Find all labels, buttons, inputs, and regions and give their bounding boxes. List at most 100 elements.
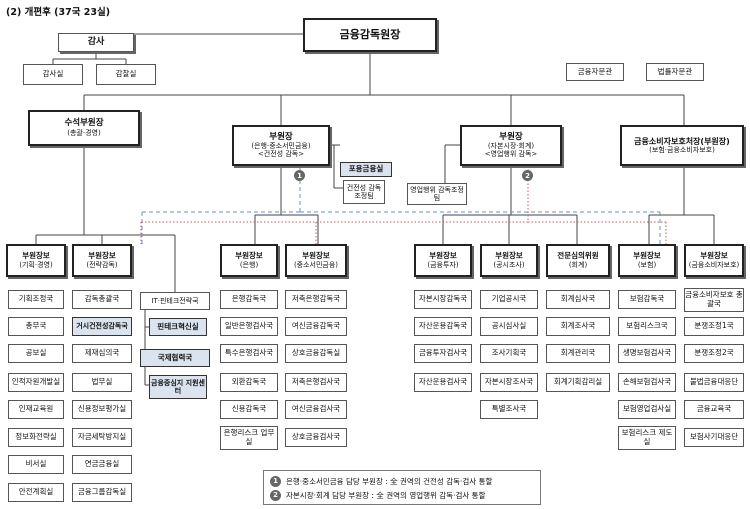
dept-box: 보험사기대응단 [684,428,744,447]
branch-header: 부원장보(중소서민금융) [285,244,347,277]
dept-box: 신용정보평가실 [72,400,132,419]
dept-box: 외환감독국 [220,373,278,392]
badge-1-icon: 1 [294,170,305,181]
dept-box: 금융소비자보호 총괄국 [684,288,744,312]
dept-box: 생명보험검사국 [618,344,676,363]
legend-badge-2-icon: 2 [270,489,281,501]
senior-vp-sub: (총괄·경영) [67,128,101,137]
dept-box: 회계조사국 [546,317,610,336]
consumer-vp-box: 금융소비자보호처장(부원장) (보험·금융소비자보호) [620,125,744,166]
legend-row-1: 1 은행·중소서민금융 담당 부원장 : 全 권역의 건전성 감독·검사 통할 [270,474,534,488]
dept-box: 보험영업검사실 [618,400,676,419]
dept-box: 특수은행검사국 [220,344,278,363]
dept-box: 감독총괄국 [72,290,132,309]
advisor-box: 금융자문관 [566,63,624,81]
dept-box: 저축은행검사국 [285,373,347,392]
dept-box: 자산운용검사국 [414,373,472,392]
governor-box: 금융감독원장 [303,18,437,52]
dept-box: 일반은행검사국 [220,317,278,336]
branch-header: 부원장보(전략감독) [72,244,132,277]
dept-box: 자본시장조사국 [480,373,538,392]
dept-box: 금융투자검사국 [414,344,472,363]
branch-header: 부원장보(보험) [618,244,676,277]
dept-box: 금융그룹감독실 [72,483,132,502]
dept-box: 보험감독국 [618,290,676,309]
dept-box: 불법금융대응단 [684,373,744,392]
finance-hub-center-box: 금융중심지 지원센터 [149,375,207,399]
dept-box: 분쟁조정1국 [684,317,744,336]
dept-box: 여신금융감독국 [285,317,347,336]
dept-box: 제재심의국 [72,344,132,363]
dept-box: 정보화전략실 [8,428,64,447]
intl-dept-box: 국제협력국 [140,349,210,367]
capital-vp-title: 부원장 [499,131,523,142]
legend-badge-1-icon: 1 [270,475,281,487]
branch-header: 부원장보(기획·경영) [6,244,66,277]
chart-caption: (2) 개편후 (37국 23실) [6,7,111,18]
dept-box: 총무국 [8,317,64,336]
branch-header: 부원장보(은행) [220,244,278,277]
prudential-team-box: 건전성 감독조정팀 [343,180,385,204]
branch-header: 부원장보(금융소비자보호) [684,244,744,277]
dept-box: 연금금융실 [72,455,132,474]
audit-unit: 감찰실 [96,64,156,85]
badge-2-icon: 2 [522,170,533,181]
dept-box: 공시심사실 [480,317,538,336]
dept-box: 자금세탁방지실 [72,428,132,447]
banking-vp-sub: (은행·중소서민금융) [251,142,311,151]
dept-box: 비서실 [8,455,64,474]
capital-vp-sub: (자본시장·회계) [487,142,535,151]
senior-vp-box: 수석부원장 (총괄·경영) [28,110,140,146]
dept-box: 은행리스크 업무실 [220,426,278,450]
dept-box: 특별조사국 [480,400,538,419]
dept-box: 기업공시국 [480,290,538,309]
fintech-office-box: 핀테크혁신실 [149,318,207,336]
capital-vp-sub2: <영업행위 감독> [484,150,538,159]
it-fintech-dept-box: IT·핀테크전략국 [140,292,210,310]
dept-box: 여신금융검사국 [285,400,347,419]
legend-box: 1 은행·중소서민금융 담당 부원장 : 全 권역의 건전성 감독·검사 통할 … [263,470,541,505]
legend-text-1: 은행·중소서민금융 담당 부원장 : 全 권역의 건전성 감독·검사 통할 [286,476,493,486]
dept-box: 회계관리국 [546,344,610,363]
dept-box: 안전계획실 [8,483,64,502]
dept-box: 보험리스크 제도실 [618,426,676,450]
dept-box: 자산운용감독국 [414,317,472,336]
audit-box: 감사 [58,33,134,52]
consumer-vp-title: 금융소비자보호처장(부원장) [634,136,730,146]
senior-vp-title: 수석부원장 [64,118,104,129]
legend-text-2: 자본시장·회계 담당 부원장 : 全 권역의 영업행위 감독·검사 통할 [286,490,486,500]
branch-header: 부원장보(금융투자) [414,244,472,277]
dept-box: 보험리스크국 [618,317,676,336]
dept-box: 회계기획감리실 [546,373,610,392]
dept-box: 회계심사국 [546,290,610,309]
dept-box: 인재교육원 [8,400,64,419]
capital-vp-box: 부원장 (자본시장·회계) <영업행위 감독> [460,125,562,166]
dept-box: 거시건전성감독국 [72,317,132,336]
dept-box: 금융교육국 [684,400,744,419]
dept-box: 상호금융검사국 [285,428,347,447]
banking-vp-sub2: <건전성 감독> [257,150,305,159]
dept-box: 상호금융감독실 [285,344,347,363]
branch-header: 부원장보(공시조사) [480,244,538,277]
dept-box: 조사기획국 [480,344,538,363]
dept-box: 인적자원개발실 [8,373,64,392]
legend-row-2: 2 자본시장·회계 담당 부원장 : 全 권역의 영업행위 감독·검사 통할 [270,488,534,502]
dept-box: 손해보험검사국 [618,373,676,392]
inclusive-finance-box: 포용금융실 [340,162,392,177]
dept-box: 저축은행감독국 [285,290,347,309]
dept-box: 신용감독국 [220,400,278,419]
consumer-vp-sub: (보험·금융소비자보호) [649,146,715,155]
dept-box: 법무실 [72,373,132,392]
conduct-team-box: 영업행위 감독조정팀 [407,183,467,205]
audit-unit: 감사실 [23,64,83,85]
advisor-box: 법률자문관 [646,63,704,81]
branch-header: 전문심의위원(회계) [546,244,610,277]
banking-vp-title: 부원장 [269,131,293,142]
dept-box: 은행감독국 [220,290,278,309]
dept-box: 분쟁조정2국 [684,344,744,363]
dept-box: 공보실 [8,344,64,363]
dept-box: 자본시장감독국 [414,290,472,309]
dept-box: 기획조정국 [8,290,64,309]
banking-vp-box: 부원장 (은행·중소서민금융) <건전성 감독> [232,125,330,166]
